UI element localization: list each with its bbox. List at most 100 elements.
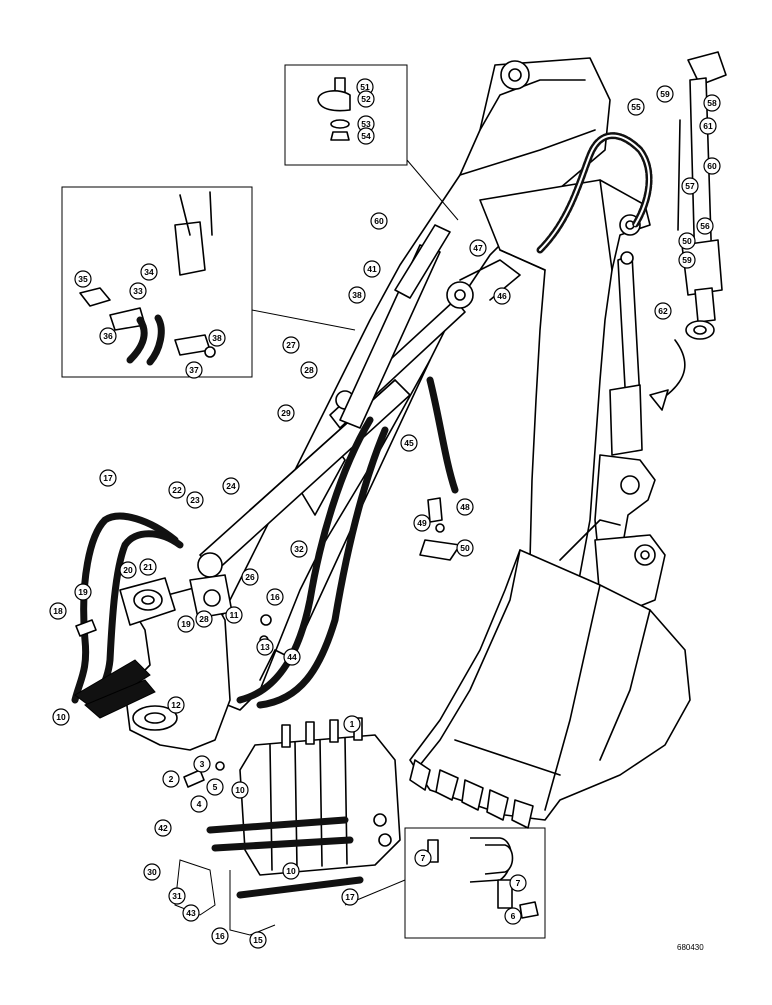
callout-circle xyxy=(195,610,213,628)
callout-number: 60 xyxy=(707,161,717,171)
callout-number: 10 xyxy=(235,785,245,795)
callout-17: 17 xyxy=(99,469,117,487)
callout-number: 7 xyxy=(516,878,521,888)
inset-fittings-detail xyxy=(61,186,356,378)
callout-number: 58 xyxy=(707,98,717,108)
callout-circle xyxy=(168,481,186,499)
callout-number: 23 xyxy=(190,495,200,505)
callout-circle xyxy=(249,931,267,949)
callout-number: 28 xyxy=(304,365,314,375)
callout-18: 18 xyxy=(49,602,67,620)
callout-circle xyxy=(206,778,224,796)
callout-circle xyxy=(300,361,318,379)
callout-44: 44 xyxy=(283,648,301,666)
callout-number: 60 xyxy=(374,216,384,226)
callout-number: 57 xyxy=(685,181,695,191)
callout-circle xyxy=(225,606,243,624)
callout-number: 62 xyxy=(658,306,668,316)
callout-circle xyxy=(74,583,92,601)
callout-number: 49 xyxy=(417,518,427,528)
callout-circle xyxy=(241,568,259,586)
callout-number: 36 xyxy=(103,331,113,341)
callout-circle xyxy=(282,336,300,354)
bucket xyxy=(409,549,691,829)
callout-34: 34 xyxy=(140,263,158,281)
callout-circle xyxy=(190,795,208,813)
callout-number: 1 xyxy=(350,719,355,729)
callout-50: 50 xyxy=(678,232,696,250)
callout-10: 10 xyxy=(231,781,249,799)
callout-number: 6 xyxy=(511,911,516,921)
callout-32: 32 xyxy=(290,540,308,558)
callout-38: 38 xyxy=(208,329,226,347)
callout-33: 33 xyxy=(129,282,147,300)
callout-circle xyxy=(208,329,226,347)
callout-57: 57 xyxy=(681,177,699,195)
callout-number: 51 xyxy=(360,82,370,92)
callout-30: 30 xyxy=(143,863,161,881)
callout-6: 6 xyxy=(504,907,522,925)
callout-number: 10 xyxy=(286,866,296,876)
callout-7: 7 xyxy=(414,849,432,867)
callout-number: 29 xyxy=(281,408,291,418)
callout-48: 48 xyxy=(456,498,474,516)
callout-circle xyxy=(139,558,157,576)
callout-circle xyxy=(256,638,274,656)
callout-62: 62 xyxy=(654,302,672,320)
callout-circle xyxy=(456,539,474,557)
callout-circle xyxy=(681,177,699,195)
callout-circle xyxy=(129,282,147,300)
swing-post xyxy=(74,574,233,751)
callout-circle xyxy=(400,434,418,452)
callout-number: 32 xyxy=(294,544,304,554)
callout-number: 52 xyxy=(361,94,371,104)
callout-number: 24 xyxy=(226,481,236,491)
callout-circle xyxy=(703,94,721,112)
callout-number: 33 xyxy=(133,286,143,296)
callout-circle xyxy=(357,90,375,108)
callout-number: 2 xyxy=(169,774,174,784)
callout-circle xyxy=(469,239,487,257)
callout-number: 4 xyxy=(197,799,202,809)
callout-number: 18 xyxy=(53,606,63,616)
callout-circle xyxy=(282,862,300,880)
callout-58: 58 xyxy=(703,94,721,112)
callout-circle xyxy=(143,863,161,881)
inset-clamp-detail xyxy=(284,64,459,221)
callout-number: 28 xyxy=(199,614,209,624)
callout-circle xyxy=(343,715,361,733)
callout-number: 17 xyxy=(103,473,113,483)
callout-24: 24 xyxy=(222,477,240,495)
callout-number: 10 xyxy=(56,712,66,722)
callout-10: 10 xyxy=(52,708,70,726)
callout-number: 7 xyxy=(421,853,426,863)
callout-59: 59 xyxy=(656,85,674,103)
callout-circle xyxy=(363,260,381,278)
callout-38: 38 xyxy=(348,286,366,304)
callout-number: 16 xyxy=(270,592,280,602)
callout-circle xyxy=(656,85,674,103)
callout-circle xyxy=(504,907,522,925)
callout-number: 5 xyxy=(213,782,218,792)
callout-number: 16 xyxy=(215,931,225,941)
callout-43: 43 xyxy=(182,904,200,922)
callout-circle xyxy=(456,498,474,516)
bucket-cylinder xyxy=(609,251,643,456)
callout-29: 29 xyxy=(277,404,295,422)
callout-2: 2 xyxy=(162,770,180,788)
callout-number: 38 xyxy=(212,333,222,343)
callout-number: 53 xyxy=(361,119,371,129)
callout-number: 44 xyxy=(287,652,297,662)
callout-number: 55 xyxy=(631,102,641,112)
callout-number: 31 xyxy=(172,891,182,901)
callout-27: 27 xyxy=(282,336,300,354)
callout-number: 19 xyxy=(78,587,88,597)
callout-46: 46 xyxy=(493,287,511,305)
callout-number: 34 xyxy=(144,267,154,277)
callout-16: 16 xyxy=(266,588,284,606)
boom-cylinder xyxy=(197,224,521,578)
callout-26: 26 xyxy=(241,568,259,586)
callout-circle xyxy=(357,127,375,145)
callout-circle xyxy=(290,540,308,558)
callout-23: 23 xyxy=(186,491,204,509)
